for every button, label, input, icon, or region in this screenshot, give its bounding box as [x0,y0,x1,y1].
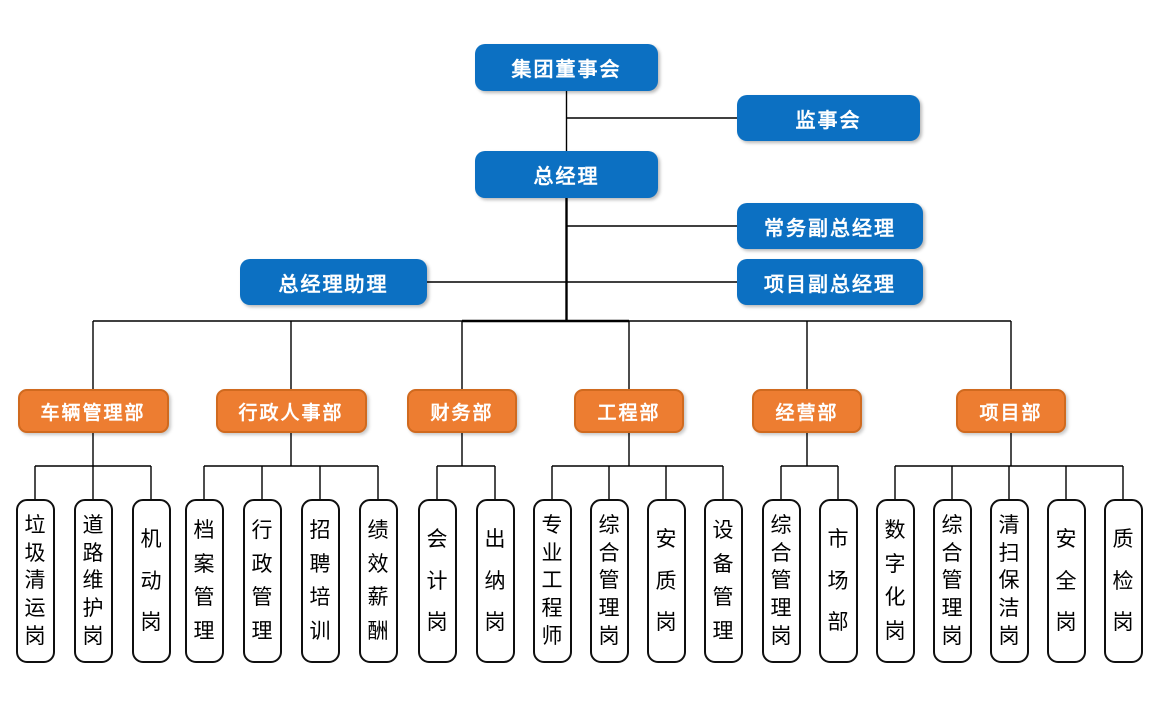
position-node: 综合管理岗 [932,499,972,663]
position-node: 机动岗 [131,499,171,663]
department-node: 经营部 [752,389,862,433]
position-node: 行政管理 [242,499,282,663]
position-node: 数字化岗 [875,499,915,663]
node-gm-assistant: 总经理助理 [240,259,427,305]
position-node: 安全岗 [1046,499,1086,663]
department-node: 工程部 [574,389,684,433]
position-node: 综合管理岗 [589,499,629,663]
node-board-of-directors: 集团董事会 [475,44,658,91]
position-node: 出纳岗 [475,499,515,663]
department-node: 车辆管理部 [17,389,169,433]
node-executive-deputy-gm: 常务副总经理 [737,203,923,249]
position-node: 市场部 [818,499,858,663]
department-node: 行政人事部 [215,389,367,433]
node-supervisory-board: 监事会 [737,95,920,141]
position-node: 招聘培训 [300,499,340,663]
department-node: 项目部 [956,389,1066,433]
position-node: 清扫保洁岗 [989,499,1029,663]
position-node: 垃圾清运岗 [15,499,55,663]
position-node: 安质岗 [646,499,686,663]
position-node: 档案管理 [184,499,224,663]
position-node: 道路维护岗 [73,499,113,663]
department-node: 财务部 [407,389,517,433]
node-project-deputy-gm: 项目副总经理 [737,259,923,305]
position-node: 综合管理岗 [761,499,801,663]
position-node: 质检岗 [1103,499,1143,663]
position-node: 设备管理 [703,499,743,663]
node-general-manager: 总经理 [475,151,658,198]
position-node: 绩效薪酬 [358,499,398,663]
position-node: 专业工程师 [532,499,572,663]
position-node: 会计岗 [417,499,457,663]
